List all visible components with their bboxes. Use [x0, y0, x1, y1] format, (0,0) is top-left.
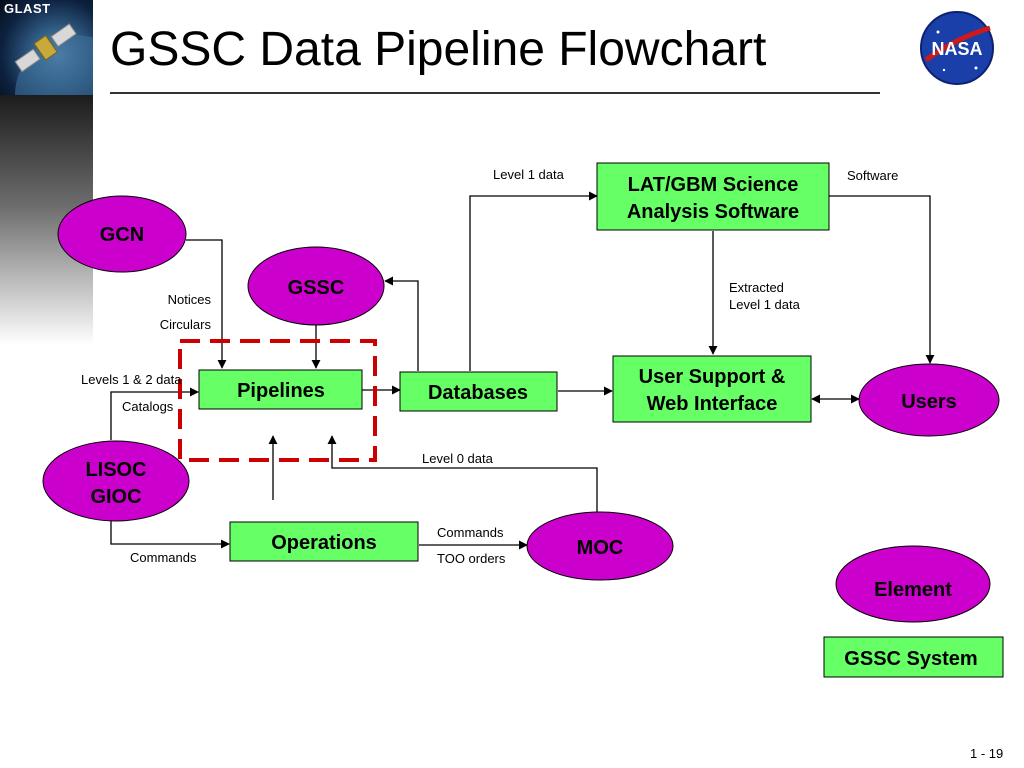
node-user-support-label-line2: Web Interface — [647, 393, 778, 415]
edge-lisoc-operations — [110, 520, 230, 549]
node-databases: Databases — [399, 371, 558, 412]
glast-logo-text: GLAST — [4, 1, 51, 16]
page-title: GSSC Data Pipeline Flowchart — [110, 23, 767, 76]
glast-logo: GLAST — [0, 0, 93, 95]
node-gssc-label: GSSC — [288, 277, 345, 299]
label-catalogs: Catalogs — [122, 399, 174, 414]
node-users-label: Users — [901, 391, 957, 413]
node-lisoc-label: LISOC — [85, 459, 146, 481]
glast-satellite-icon — [14, 23, 93, 95]
node-users: Users — [858, 363, 1000, 437]
node-operations-label: Operations — [271, 532, 377, 554]
node-moc-label: MOC — [577, 537, 624, 559]
node-databases-label: Databases — [428, 382, 528, 404]
node-lat-gbm-label-line1: LAT/GBM Science — [628, 174, 799, 196]
legend-element-label: Element — [874, 579, 952, 601]
node-lat-gbm-software: LAT/GBM Science Analysis Software — [596, 162, 830, 231]
edge-moc-pipelines — [327, 435, 598, 514]
label-too-orders: TOO orders — [437, 551, 506, 566]
node-gssc: GSSC — [247, 246, 385, 326]
node-lisoc-gioc: LISOC GIOC — [42, 440, 190, 522]
node-pipelines: Pipelines — [198, 369, 363, 410]
label-circulars: Circulars — [160, 317, 212, 332]
label-level1-data: Level 1 data — [493, 167, 565, 182]
page-number: 1 - 19 — [970, 746, 1004, 761]
edge-gcn-pipelines — [186, 239, 227, 369]
node-operations: Operations — [229, 521, 419, 562]
node-gcn: GCN — [57, 195, 187, 273]
label-commands-moc: Commands — [437, 525, 504, 540]
label-notices: Notices — [168, 292, 212, 307]
nasa-logo: NASA — [918, 8, 996, 88]
label-software: Software — [847, 168, 898, 183]
edge-databases-gssc — [384, 276, 419, 371]
node-gioc-label: GIOC — [90, 486, 141, 508]
edge-lisoc-pipelines — [110, 387, 199, 440]
legend-gssc-system-label: GSSC System — [844, 648, 977, 670]
legend-element: Element — [835, 545, 991, 623]
nasa-meatball-icon: NASA — [920, 11, 994, 85]
node-gcn-label: GCN — [100, 224, 144, 246]
node-user-support-label-line1: User Support & — [639, 366, 786, 388]
label-commands-ops: Commands — [130, 550, 197, 565]
label-levels-1-2-data: Levels 1 & 2 data — [81, 372, 182, 387]
label-extracted-line2: Level 1 data — [729, 297, 801, 312]
legend-gssc-system: GSSC System — [823, 636, 1004, 678]
edge-latgbm-users — [829, 195, 935, 364]
node-lat-gbm-label-line2: Analysis Software — [627, 201, 799, 223]
gssc-system-boundary — [178, 339, 377, 462]
node-user-support: User Support & Web Interface — [612, 355, 812, 423]
node-moc: MOC — [526, 511, 674, 581]
label-extracted-line1: Extracted — [729, 280, 784, 295]
node-pipelines-label: Pipelines — [237, 380, 325, 402]
svg-text:NASA: NASA — [931, 39, 982, 59]
label-level0-data: Level 0 data — [422, 451, 494, 466]
edge-databases-latgbm — [469, 191, 598, 371]
title-divider — [110, 92, 880, 94]
